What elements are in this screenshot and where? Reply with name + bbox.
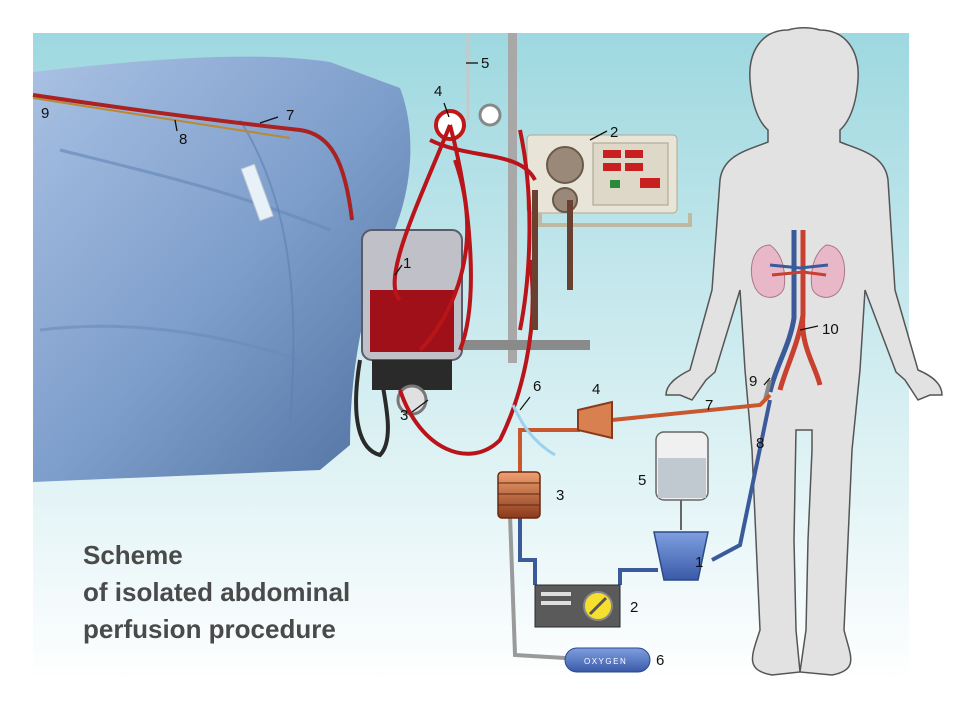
surgical-drape: [33, 56, 411, 482]
photo-label-3: 3: [400, 407, 408, 424]
iv-pole: [508, 33, 517, 363]
syringe: [240, 163, 274, 222]
photo-label-5: 5: [481, 55, 489, 72]
scheme-label-7: 7: [705, 397, 713, 414]
figure-caption: Scheme of isolated abdominal perfusion p…: [83, 537, 350, 648]
arterial-line: [518, 393, 772, 478]
perfusion-circuit: OXYGEN 1 2 3 4 5 6 6 7 8 9 10: [497, 321, 839, 673]
scheme-label-9: 9: [749, 373, 757, 390]
scheme-label-6: 6: [656, 652, 664, 669]
venous-reservoir-1: [653, 531, 709, 581]
scheme-label-10: 10: [822, 321, 839, 338]
photo-label-1: 1: [403, 255, 411, 272]
human-body-outline: [665, 27, 943, 676]
oxygen-tank-label: OXYGEN: [584, 657, 627, 666]
scheme-label-2: 2: [630, 599, 638, 616]
scheme-label-6-photo: 6: [533, 378, 541, 395]
aorta: [777, 230, 823, 391]
oxygen-line: [508, 514, 566, 660]
photo-label-4: 4: [434, 83, 442, 100]
venous-line: [518, 399, 772, 585]
caption-line-2: of isolated abdominal: [83, 577, 351, 607]
scheme-label-5: 5: [638, 472, 646, 489]
caption-line-1: Scheme: [83, 540, 183, 570]
heat-exchanger-3: [497, 471, 541, 519]
photo-label-2: 2: [610, 124, 618, 141]
photo-label-8: 8: [179, 131, 187, 148]
operation-photo: 1 2 3 4 5 7 8 9: [32, 33, 692, 482]
scheme-label-1: 1: [695, 554, 703, 571]
photo-label-7: 7: [286, 107, 294, 124]
vena-cava: [767, 230, 797, 393]
oxygenator-4: [577, 400, 613, 440]
scheme-label-4: 4: [592, 381, 600, 398]
oxygen-tank-6: [564, 647, 651, 673]
photo-label-9: 9: [41, 105, 49, 122]
caption-line-3: perfusion procedure: [83, 614, 336, 644]
scheme-label-3: 3: [556, 487, 564, 504]
scheme-label-8: 8: [756, 435, 764, 452]
